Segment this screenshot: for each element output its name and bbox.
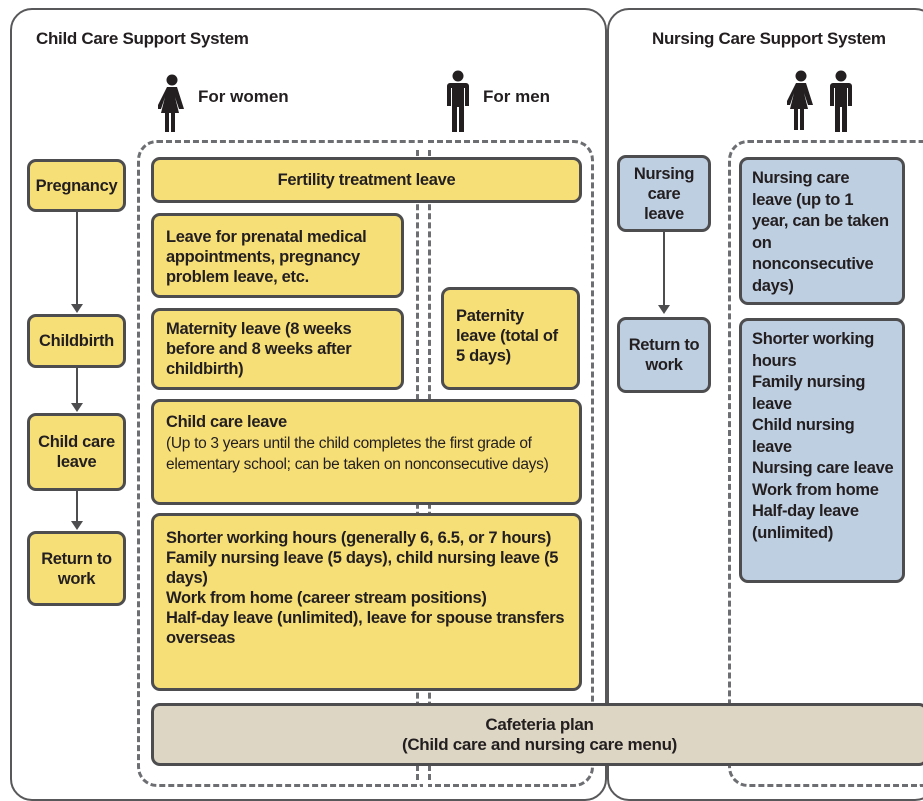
nursing-option: Child nursing leave xyxy=(752,416,855,456)
nursing-option: Nursing care leave xyxy=(752,459,894,477)
stage-nursing-return-to-work: Return to work xyxy=(617,317,711,393)
flow-connector xyxy=(76,491,78,521)
men-region xyxy=(428,140,594,787)
woman-icon xyxy=(787,70,813,130)
woman-icon xyxy=(158,74,184,132)
child-care-leave-title: Child care leave xyxy=(166,413,287,431)
cafeteria-title: Cafeteria plan xyxy=(485,714,594,734)
child-care-leave-box: Child care leave (Up to 3 years until th… xyxy=(151,399,582,505)
nursing-options-box: Shorter working hours Family nursing lea… xyxy=(739,318,905,583)
man-icon xyxy=(830,70,852,132)
shorter-hours-box: Shorter working hours (generally 6, 6.5,… xyxy=(151,513,582,691)
paternity-leave: Paternity leave (total of 5 days) xyxy=(441,287,580,390)
shorter-item: Family nursing leave (5 days), child nur… xyxy=(166,549,559,587)
cafeteria-subtitle: (Child care and nursing care menu) xyxy=(401,734,678,754)
shorter-item: Work from home (career stream positions) xyxy=(166,589,487,607)
flow-arrow xyxy=(71,403,83,412)
child-care-title: Child Care Support System xyxy=(36,29,249,48)
nursing-care-title: Nursing Care Support System xyxy=(652,29,886,48)
cafeteria-plan: Cafeteria plan (Child care and nursing c… xyxy=(151,703,923,766)
stage-child-care-leave: Child care leave xyxy=(27,413,126,491)
flow-connector xyxy=(76,212,78,304)
child-care-leave-detail: (Up to 3 years until the child completes… xyxy=(166,435,549,473)
flow-arrow xyxy=(71,304,83,313)
women-region xyxy=(137,140,423,787)
stage-pregnancy: Pregnancy xyxy=(27,159,126,212)
fertility-treatment-leave: Fertility treatment leave xyxy=(151,157,582,203)
for-men-label: For men xyxy=(483,87,551,106)
nursing-option: Shorter working hours xyxy=(752,330,875,370)
prenatal-leave: Leave for prenatal medical appointments,… xyxy=(151,213,404,298)
shorter-item: Half-day leave (unlimited), leave for sp… xyxy=(166,609,565,647)
man-icon xyxy=(447,70,469,132)
nursing-options-region xyxy=(728,140,923,787)
flow-arrow xyxy=(71,521,83,530)
stage-nursing-care-leave: Nursing care leave xyxy=(617,155,711,232)
maternity-leave: Maternity leave (8 weeks before and 8 we… xyxy=(151,308,404,390)
nursing-option: Work from home xyxy=(752,480,879,499)
flow-connector xyxy=(663,232,665,306)
stage-childbirth: Childbirth xyxy=(27,314,126,368)
flow-connector xyxy=(76,368,78,403)
shorter-item: Shorter working hours (generally 6, 6.5,… xyxy=(166,529,552,547)
flow-arrow xyxy=(658,305,670,314)
nursing-option: Family nursing leave xyxy=(752,373,866,413)
stage-return-to-work: Return to work xyxy=(27,531,126,606)
for-women-label: For women xyxy=(198,87,289,106)
nursing-care-leave-box: Nursing care leave (up to 1 year, can be… xyxy=(739,157,905,305)
nursing-option: Half-day leave (unlimited) xyxy=(752,502,859,542)
